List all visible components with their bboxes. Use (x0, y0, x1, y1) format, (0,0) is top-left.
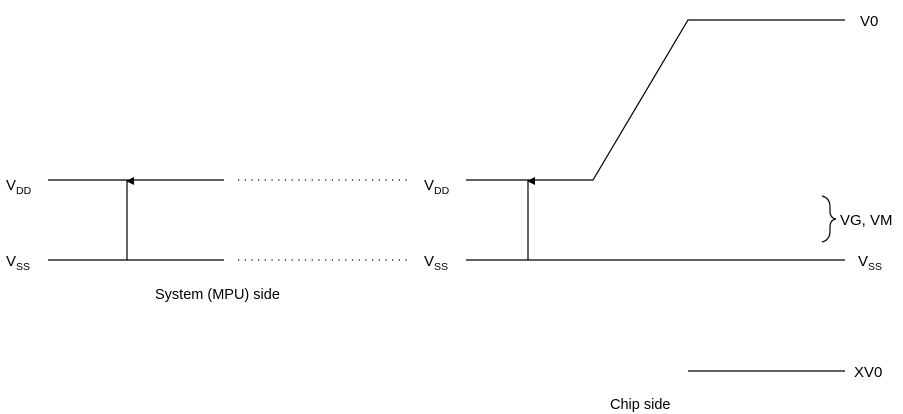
vg-vm-brace-icon (821, 195, 837, 243)
system-vss-label: VSS (6, 253, 30, 273)
system-side-caption: System (MPU) side (155, 287, 280, 303)
chip-vdd-to-v0-line (466, 19, 845, 181)
chip-side-caption: Chip side (610, 397, 670, 413)
chip-vss-label: VSS (424, 253, 448, 273)
system-vdd-label: VDD (6, 177, 32, 197)
chip-vdd-label: VDD (424, 177, 450, 197)
xv0-label: XV0 (854, 364, 882, 381)
v0-label: V0 (860, 13, 878, 30)
vg-vm-label: VG, VM (840, 212, 893, 229)
chip-vss-right-label: VSS (858, 253, 882, 273)
